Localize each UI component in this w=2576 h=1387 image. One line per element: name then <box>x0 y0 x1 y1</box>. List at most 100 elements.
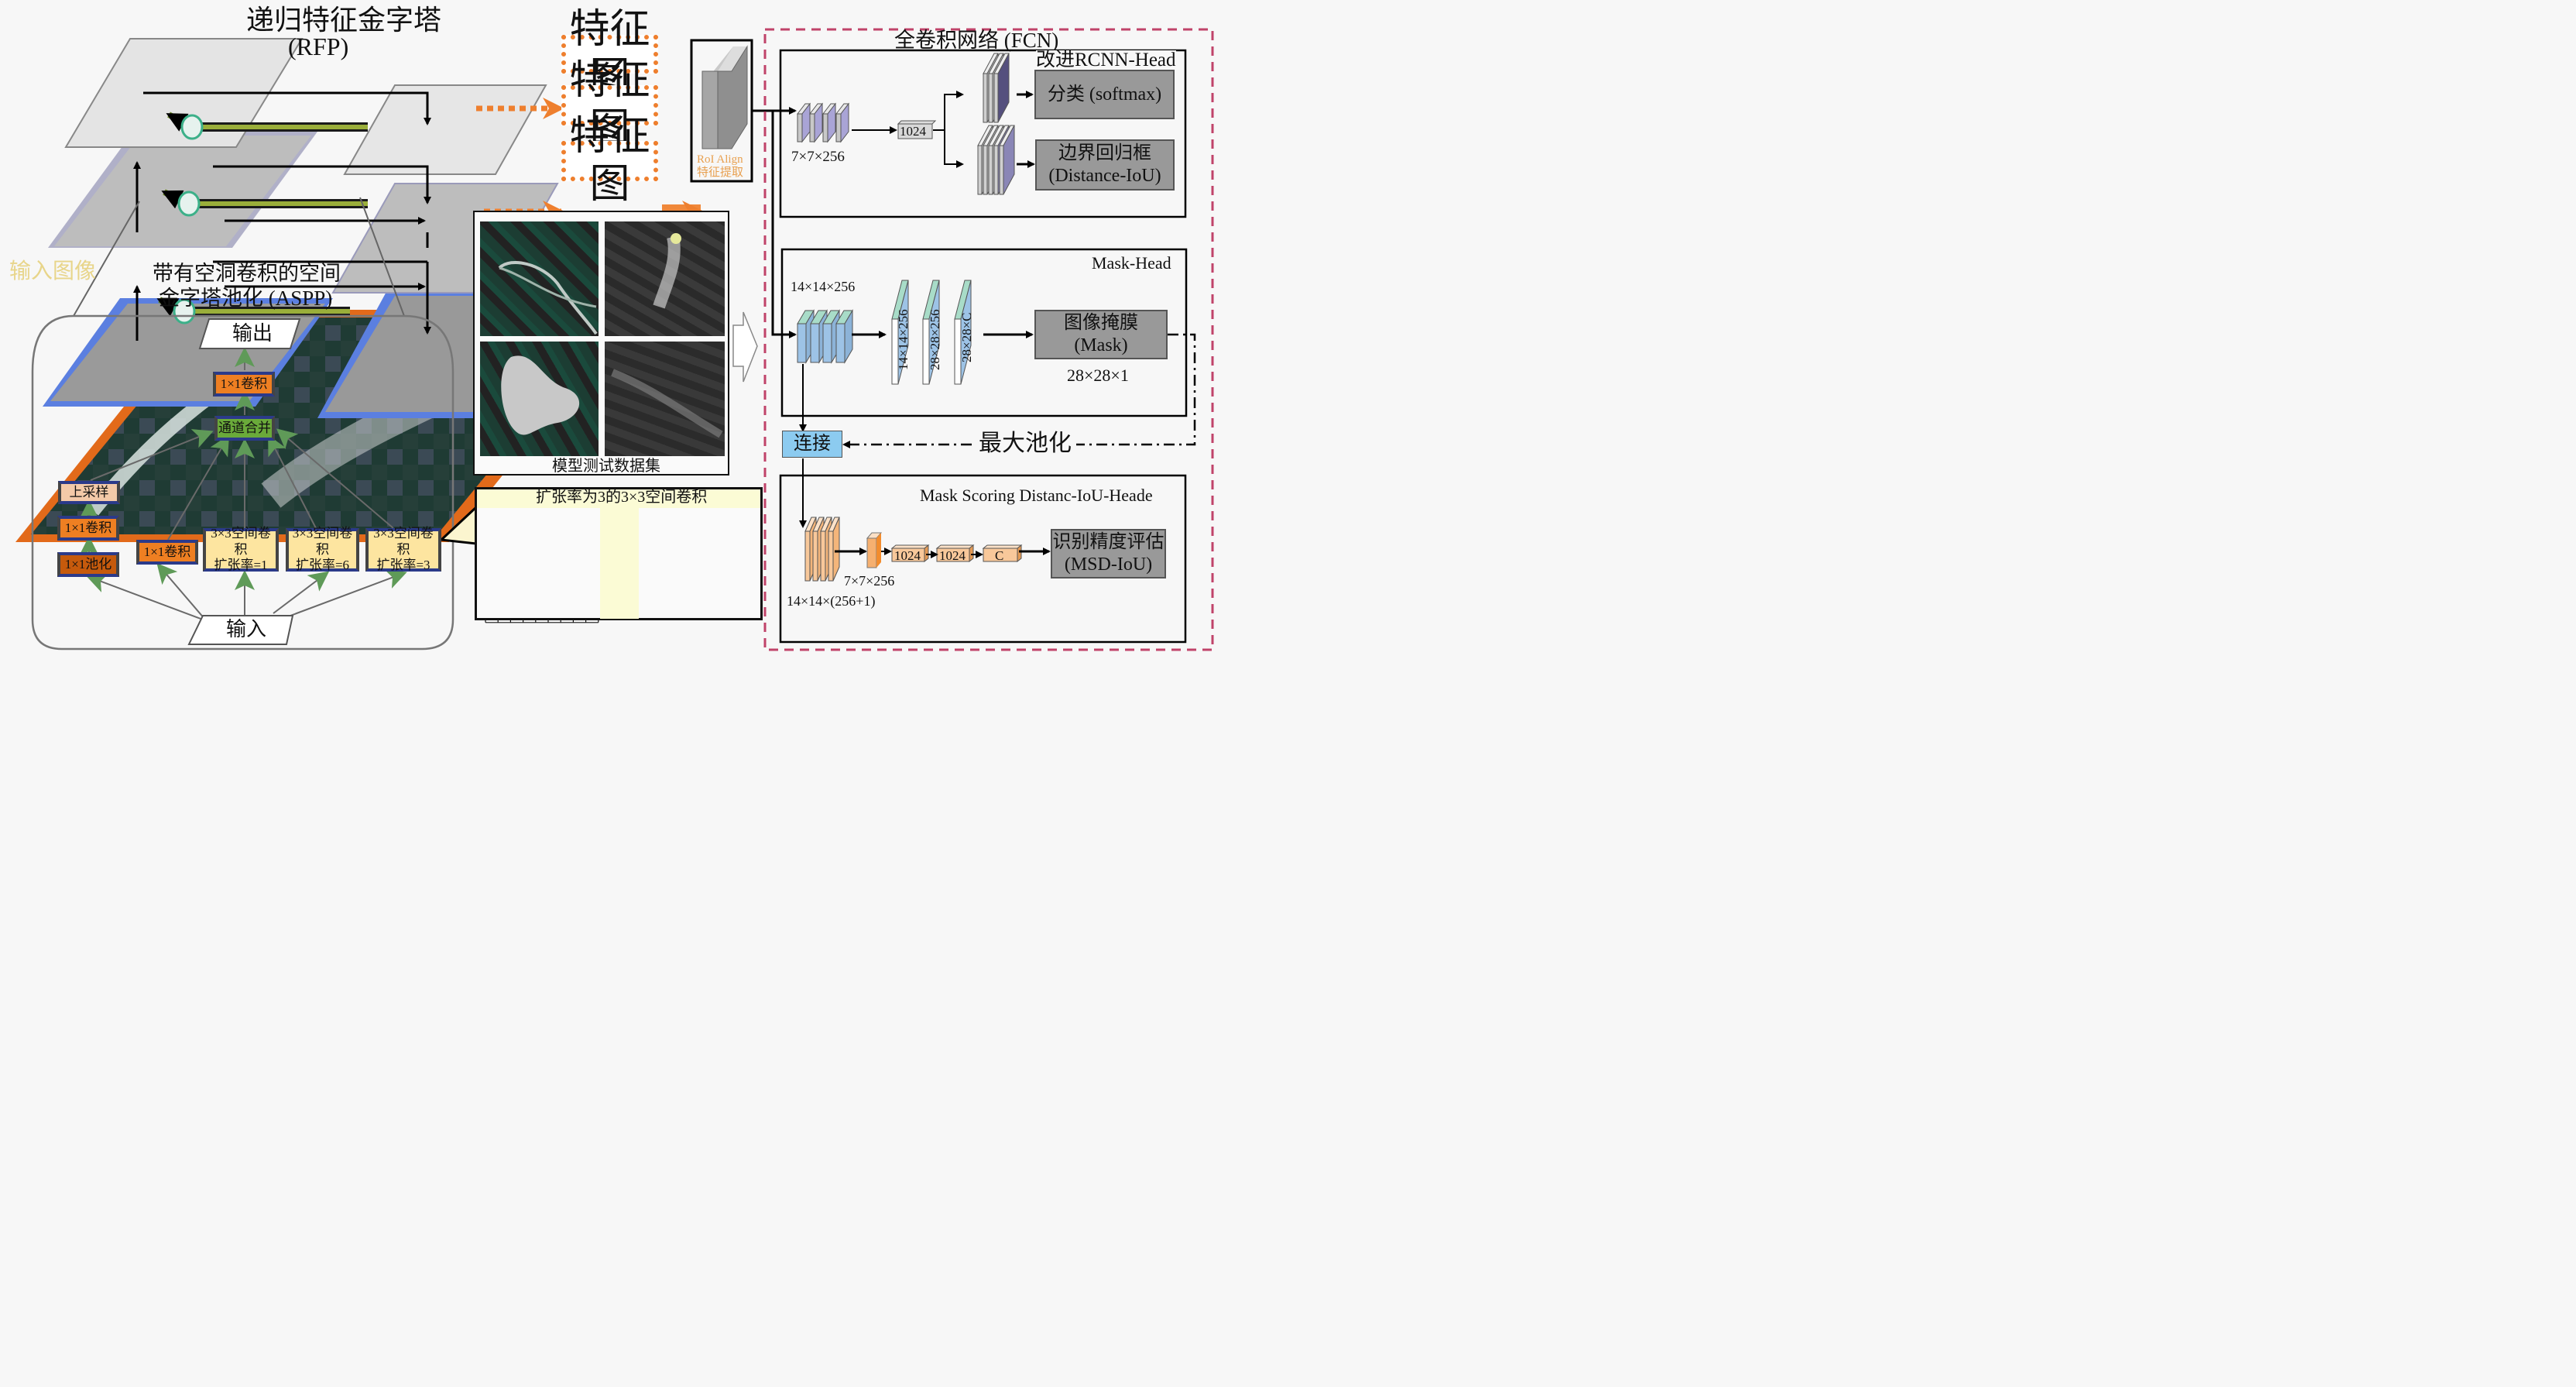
rfp-top-down-arrow <box>143 91 431 125</box>
aspp-atrous-rate-1: 3×3空间卷积 扩张率=1 <box>203 526 279 573</box>
cls-feature-stack <box>983 53 1010 123</box>
mask-feature-stack <box>797 309 853 364</box>
atrous-line1: 3×3空间卷积 <box>373 526 434 557</box>
msd-label-1: 识别精度评估 <box>1052 532 1165 553</box>
aspp-atrous-rate-6: 3×3空间卷积 扩张率=6 <box>286 526 359 573</box>
roi-sublabel: 特征提取 <box>697 167 744 179</box>
msd-fc1-label: 1024 <box>894 548 921 563</box>
msd-label-2: (MSD-IoU) <box>1064 554 1153 575</box>
aspp-upsample: 上采样 <box>58 481 120 504</box>
dilation-arrow-band <box>600 508 639 619</box>
feature-slab <box>982 544 1023 563</box>
msd-fc-blocks <box>890 544 1023 563</box>
bbox-label-1: 边界回归框 <box>1058 143 1151 164</box>
feature-slab <box>935 544 975 563</box>
feature-map-3: 特征图 <box>561 115 658 207</box>
fcn-title: 全卷积网络 (FCN) <box>894 29 1059 52</box>
aspp-input-label: 输入 <box>226 618 267 640</box>
mask-layer-label-1: 14×14×256 <box>896 309 911 370</box>
reg-feature-stack <box>977 125 1015 195</box>
fcn-frame <box>763 28 1214 651</box>
mask-output: 图像掩膜 (Mask) <box>1034 310 1168 359</box>
aspp-branch-conv1x1: 1×1卷积 <box>57 516 119 541</box>
aspp-frame <box>31 314 454 651</box>
bbox-regression-output: 边界回归框 (Distance-IoU) <box>1035 139 1175 191</box>
feature-slab <box>828 517 840 582</box>
rfp-right-layer-1 <box>343 84 547 175</box>
aspp-arrows <box>79 347 407 620</box>
aspp-zoom-line <box>73 201 140 317</box>
feature-slab <box>835 102 850 143</box>
feature-slab <box>796 102 811 143</box>
mask-label-1: 图像掩膜 <box>1064 313 1138 334</box>
roi-label: RoI Align <box>697 153 743 166</box>
rfp-title: 递归特征金字塔 <box>246 5 442 36</box>
rcnn-feature-stack <box>796 102 850 143</box>
msd-fc3-label: C <box>995 548 1004 563</box>
rfp-feedback-connections <box>156 112 368 324</box>
atrous-line2: 扩张率=3 <box>376 558 430 573</box>
aspp-pool1x1: 1×1池化 <box>57 552 119 577</box>
feature-slab <box>808 102 824 143</box>
aspp-subtitle: 金字塔池化 (ASPP) <box>159 287 333 310</box>
atrous-line1: 3×3空间卷积 <box>211 526 271 557</box>
feature-slab <box>822 102 837 143</box>
arrow <box>944 130 964 168</box>
dataset-image-1 <box>480 221 599 336</box>
feature-slab <box>922 280 940 385</box>
aspp-zoom-line <box>359 197 405 317</box>
input-image-label: 输入图像 <box>9 259 97 283</box>
feature-slab <box>891 280 909 385</box>
aspp-atrous-rate-3: 3×3空间卷积 扩张率=3 <box>365 526 441 573</box>
classification-label: 分类 (softmax) <box>1047 84 1162 105</box>
aspp-conv1x1-top: 1×1卷积 <box>213 372 275 397</box>
rcnn-feature-label: 7×7×256 <box>791 149 845 165</box>
roi-feature-block <box>701 45 748 149</box>
msd-head-title: Mask Scoring Distanc-IoU-Heade <box>920 486 1153 505</box>
maxpool-path <box>1076 333 1196 446</box>
dataset-image-3 <box>480 342 599 456</box>
mask-head-title: Mask-Head <box>1092 253 1171 273</box>
feature-slab <box>993 53 1010 123</box>
mask-layer-label-3: 28×28×C <box>959 312 974 362</box>
rfp-subtitle: (RFP) <box>288 33 349 60</box>
dilation-title-band <box>477 489 760 508</box>
dataset-image-4 <box>605 342 725 456</box>
atrous-line1: 3×3空间卷积 <box>292 526 353 557</box>
msd-input-label: 14×14×(256+1) <box>787 593 876 609</box>
aspp-output-shape <box>198 318 301 349</box>
dataset-image-2 <box>605 221 725 336</box>
msd-conv-block <box>866 532 883 568</box>
rfp-top-down-arrow <box>213 165 431 204</box>
atrous-line2: 扩张率=1 <box>214 558 268 573</box>
dataset-hollow-arrow <box>732 311 758 383</box>
maxpool-label: 最大池化 <box>979 431 1072 456</box>
rcnn-fc-block <box>897 120 937 139</box>
mask-feature-label: 14×14×256 <box>791 279 856 294</box>
dataset-caption: 模型测试数据集 <box>552 458 660 475</box>
atrous-line2: 扩张率=6 <box>295 558 350 573</box>
bbox-label-2: (Distance-IoU) <box>1048 166 1161 186</box>
aspp-input-shape <box>187 615 294 645</box>
classification-output: 分类 (softmax) <box>1034 70 1175 119</box>
rcnn-fc-label: 1024 <box>900 124 926 139</box>
feature-slab <box>999 125 1015 195</box>
feature-slab <box>835 309 853 364</box>
concat-box: 连接 <box>782 431 842 458</box>
aspp-output-label: 输出 <box>232 322 273 345</box>
dilation-title: 扩张率为3的3×3空间卷积 <box>536 489 708 506</box>
mask-size-label: 28×28×1 <box>1067 366 1129 385</box>
aspp-title: 带有空洞卷积的空间 <box>153 262 341 285</box>
rfp-left-layer-2 <box>48 132 317 248</box>
aspp-conv1x1-left: 1×1卷积 <box>136 540 198 565</box>
aspp-concat: 通道合并 <box>214 416 275 441</box>
msd-fc2-label: 1024 <box>939 548 966 563</box>
mask-label-2: (Mask) <box>1074 335 1128 355</box>
mask-upsample-layers <box>891 280 972 385</box>
arrow <box>933 91 964 131</box>
msd-iou-output: 识别精度评估 (MSD-IoU) <box>1051 529 1166 578</box>
msd-conv-label: 7×7×256 <box>844 573 895 589</box>
mask-layer-label-2: 28×28×256 <box>928 309 942 370</box>
msd-feature-stack <box>804 517 840 582</box>
